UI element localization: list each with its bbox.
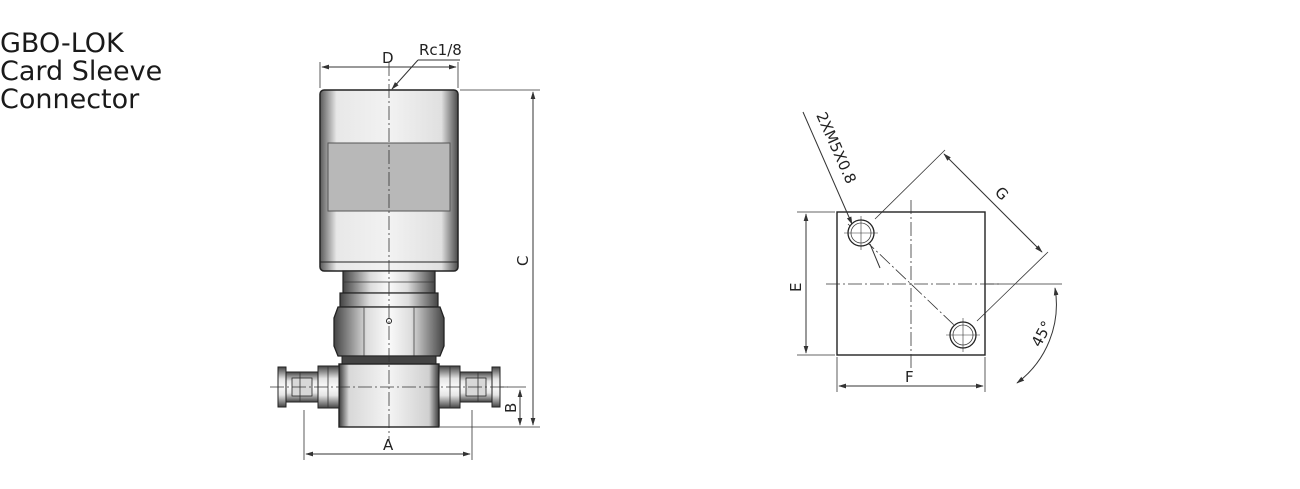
angle-label: 45°	[1028, 318, 1056, 350]
dimension-d-label: D	[382, 49, 394, 67]
angle-arc	[1016, 287, 1059, 384]
thread-label: 2XM5X0.8	[812, 109, 860, 186]
title-line-1: GBO-LOK	[0, 28, 124, 59]
front-view: D Rc1/8 C B A	[270, 41, 540, 460]
dimension-b-label: B	[502, 403, 520, 413]
dimension-g-line	[943, 153, 1043, 253]
dimension-c-label: C	[514, 256, 532, 266]
title-line-3: Connector	[0, 84, 140, 115]
dimension-a-label: A	[383, 436, 394, 454]
dimension-f-label: F	[905, 368, 914, 386]
diagonal-centerline	[847, 223, 976, 346]
port-leader	[391, 59, 419, 90]
dimension-g-label: G	[991, 183, 1012, 204]
dimension-e-label: E	[787, 283, 805, 292]
thread-leader	[802, 111, 853, 225]
title-block: GBO-LOK Card Sleeve Connector	[0, 30, 240, 114]
title-line-2: Card Sleeve	[0, 56, 163, 87]
port-label: Rc1/8	[419, 41, 462, 59]
side-view: 2XM5X0.8 G E F 45°	[787, 109, 1062, 392]
